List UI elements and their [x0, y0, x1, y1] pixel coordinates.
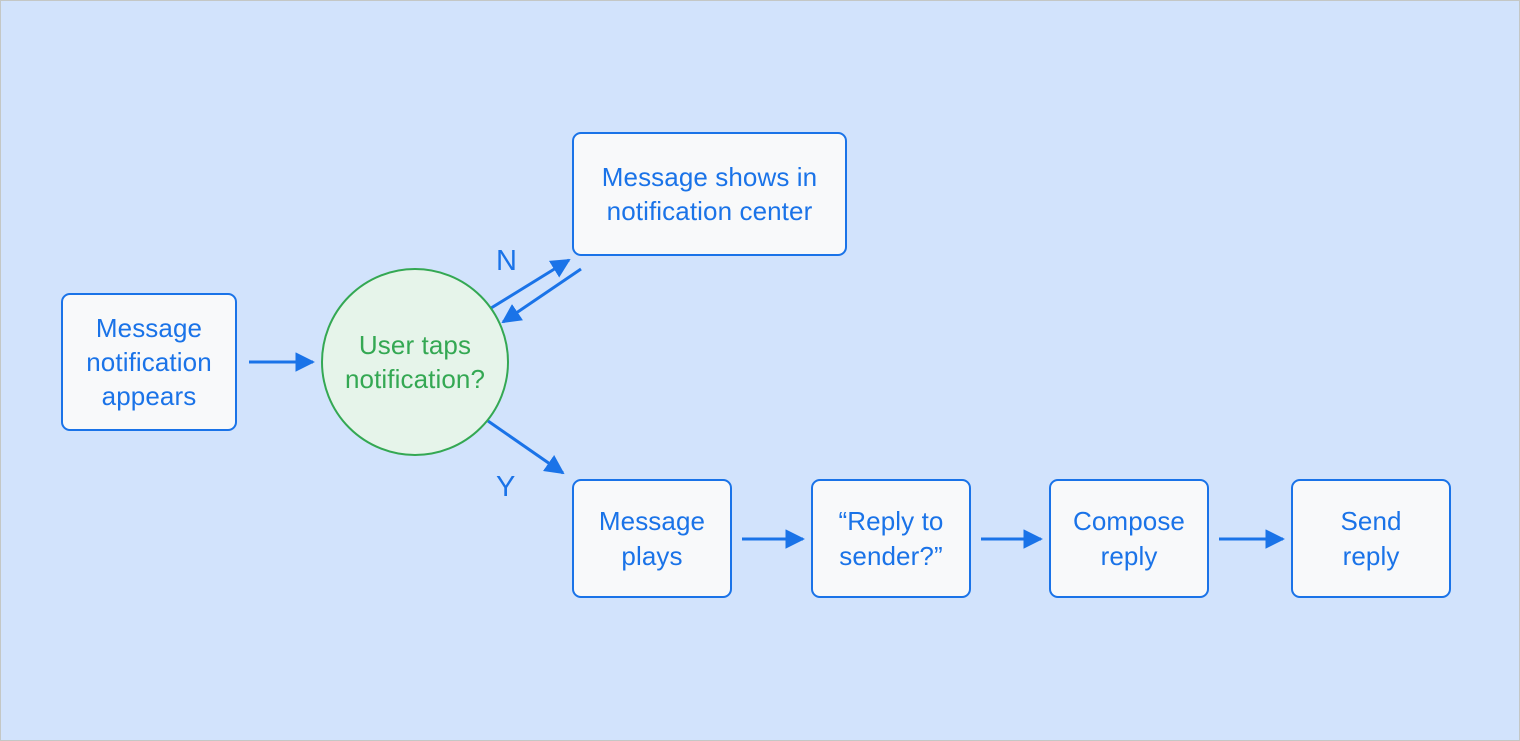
node-message-notification-appears[interactable]: Message notification appears	[61, 293, 237, 431]
node-send-reply[interactable]: Send reply	[1291, 479, 1451, 598]
node-user-taps-notification[interactable]: User taps notification?	[321, 268, 509, 456]
node-label: Message shows in notification center	[601, 161, 818, 226]
node-label: Send reply	[1340, 506, 1402, 571]
node-compose-reply[interactable]: Compose reply	[1049, 479, 1209, 598]
node-message-plays[interactable]: Message plays	[572, 479, 732, 598]
node-message-shows-in-notification-center[interactable]: Message shows in notification center	[572, 132, 847, 256]
node-label: “Reply to sender?”	[838, 506, 944, 571]
edge-label-no: N	[496, 245, 518, 277]
edge-label-yes: Y	[496, 471, 516, 503]
node-label: Message notification appears	[86, 312, 212, 412]
node-label: Compose reply	[1073, 506, 1185, 571]
connector-decision-to-message-plays	[487, 419, 565, 475]
node-label: User taps notification?	[344, 329, 486, 394]
node-label: Message plays	[598, 506, 706, 571]
node-reply-to-sender[interactable]: “Reply to sender?”	[811, 479, 971, 598]
